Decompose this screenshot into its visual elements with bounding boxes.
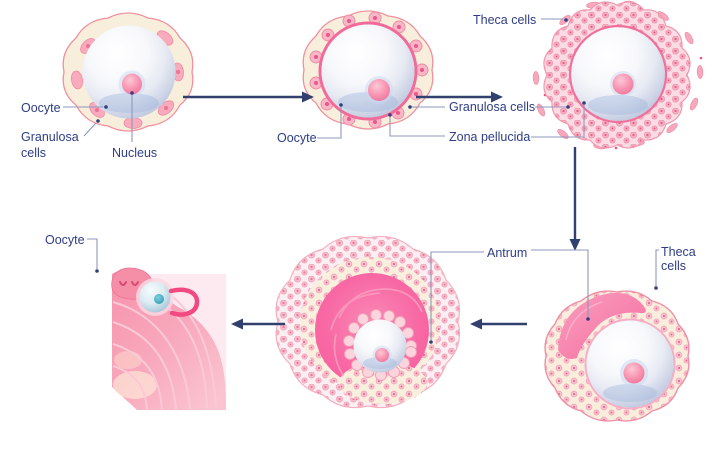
zona-pellucida-label: Zona pellucida — [449, 130, 530, 144]
stage2-nucleus — [368, 79, 390, 101]
leader-dot — [388, 113, 392, 117]
leader-antrum-right — [531, 249, 589, 317]
leader-dot — [339, 103, 343, 107]
stage4-theca-label-line2: cells — [661, 259, 686, 273]
stage1-granulosa-label-line1: Granulosa — [21, 130, 79, 144]
leader-dot — [566, 105, 570, 109]
ovulated-oocyte-nucleus — [154, 294, 164, 304]
leader-dot — [130, 91, 134, 95]
stage1-sphere-shading — [99, 93, 159, 113]
leader-stage6-oocyte — [87, 238, 98, 269]
follicle-rupture-hook — [168, 287, 200, 317]
mature-graafian-follicle-illustration — [275, 235, 461, 409]
stage5-cumulus-texture — [339, 362, 427, 404]
stage5-nucleus — [375, 348, 389, 362]
stage1-cell-nuclei-dots — [86, 44, 180, 112]
stage1-nucleus-label: Nucleus — [112, 146, 157, 160]
ovary-inner-patch — [113, 371, 157, 399]
leader-dot — [586, 317, 590, 321]
leader-stage1-granulosa — [83, 122, 97, 137]
secondary-follicle-illustration — [532, 0, 704, 150]
bump-marks — [119, 281, 139, 286]
primary-follicle-illustration — [302, 10, 434, 130]
early-antral-follicle-illustration — [544, 290, 690, 422]
stage4-nucleus — [623, 362, 645, 384]
stage4-sphere-shading — [603, 384, 657, 402]
stage3-zona-pellucida-ring — [568, 24, 668, 124]
leader-dot — [408, 105, 412, 109]
stage6-oocyte-label: Oocyte — [45, 233, 85, 247]
leader-dot — [95, 269, 99, 273]
stage2-zona-pellucida-ring — [318, 21, 418, 121]
leader-dot — [96, 119, 100, 123]
stage1-granulosa-label-line2: cells — [21, 146, 46, 160]
stage3-scattered-theca-cells — [532, 0, 704, 150]
leader-dot — [429, 340, 433, 344]
flow-arrows — [183, 91, 581, 330]
leader-dot — [564, 18, 568, 22]
stage3-theca-cells-label: Theca cells — [473, 13, 536, 27]
stage4-antrum — [558, 292, 646, 359]
stage2-oocyte-label: Oocyte — [277, 131, 317, 145]
primordial-follicle-illustration — [62, 12, 194, 132]
antrum-label: Antrum — [487, 246, 527, 260]
labels: Oocyte Granulosa cells Nucleus Oocyte Gr… — [21, 13, 696, 273]
stage4-zona-pellucida-ring — [584, 318, 676, 410]
leader-stage2-oocyte — [317, 107, 342, 139]
granulosa-cells-label: Granulosa cells — [449, 100, 535, 114]
leader-dot — [582, 101, 586, 105]
leader-zona-left — [389, 117, 445, 137]
leader-dot — [654, 286, 658, 290]
leader-zona-right — [531, 105, 585, 138]
ovary-inner-patch-2 — [114, 351, 142, 369]
stage4-theca-label-line1: Theca — [661, 245, 696, 259]
stage1-oocyte-label: Oocyte — [21, 101, 61, 115]
leader-stage4-theca — [655, 249, 659, 286]
stage1-nucleus — [122, 73, 142, 95]
leader-dot — [104, 105, 108, 109]
stage3-sphere-shading — [588, 95, 648, 115]
stage3-nucleus — [612, 73, 634, 95]
stage2-cell-nuclei-dots — [314, 16, 424, 124]
ovulation-illustration — [111, 267, 226, 411]
leader-lines — [63, 18, 659, 344]
stage4-antrum-striation — [565, 301, 603, 341]
leader-antrum-left — [430, 251, 484, 340]
